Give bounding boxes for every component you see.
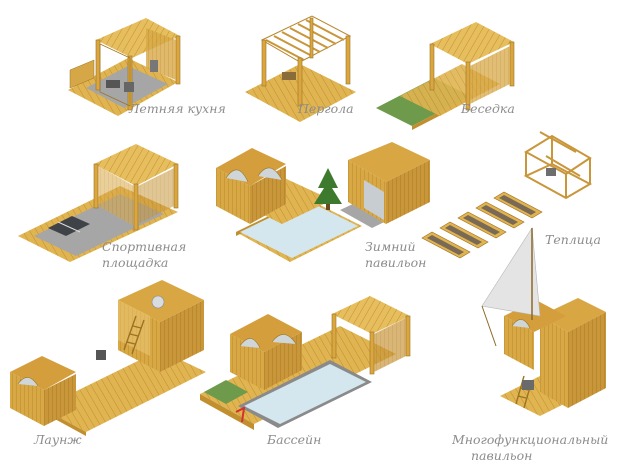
label-summer-kitchen: Летняя кухня <box>129 101 226 116</box>
label-pergola: Пергола <box>298 101 354 116</box>
label-lounge: Лаунж <box>34 432 82 447</box>
label-sports-ground-line1: Спортивная <box>102 239 187 254</box>
greenhouse-module <box>421 131 593 259</box>
summer-kitchen-module <box>68 18 181 116</box>
label-pool: Бассейн <box>267 432 322 447</box>
multifunctional-pavilion-module <box>481 227 606 416</box>
winter-pavilion-module <box>216 142 430 262</box>
pergola-module <box>245 15 356 122</box>
lounge-module <box>10 280 206 436</box>
label-gazebo: Беседка <box>461 101 515 116</box>
label-greenhouse: Теплица <box>545 232 601 247</box>
label-sports-ground-line2: площадка <box>102 255 169 270</box>
sports-ground-module <box>18 144 179 262</box>
pool-module <box>200 296 411 430</box>
label-winter-pavilion-line2: павильон <box>365 255 427 270</box>
gazebo-module <box>376 22 515 130</box>
label-multifunctional-pavilion-line2: павильон <box>471 448 533 463</box>
label-multifunctional-pavilion-line1: Многофункциональный <box>452 432 609 447</box>
label-winter-pavilion-line1: Зимний <box>365 239 416 254</box>
